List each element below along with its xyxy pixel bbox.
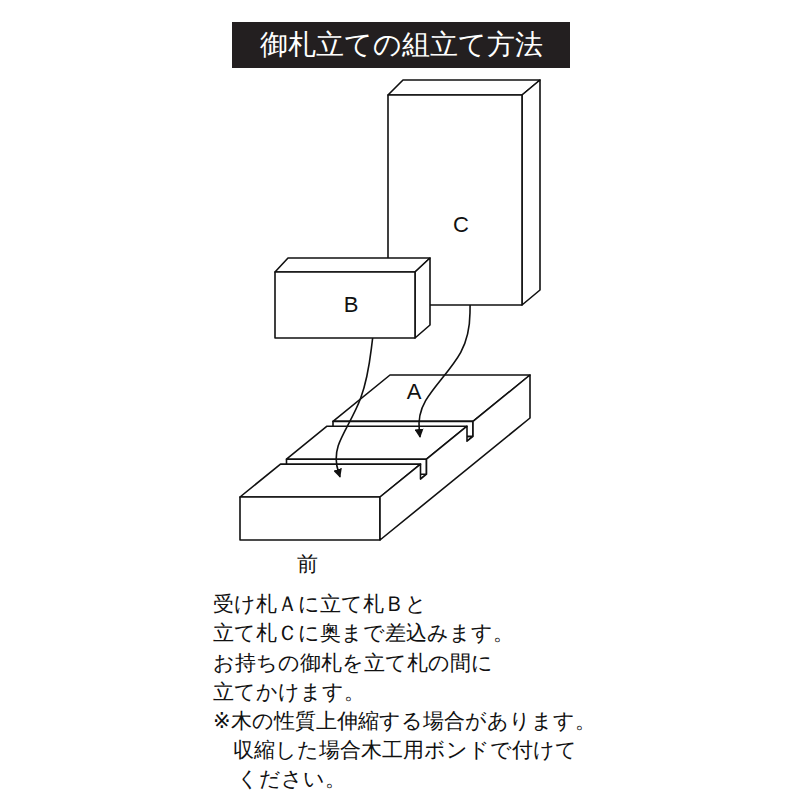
part-letter: C — [388, 214, 534, 236]
box-face — [388, 80, 540, 95]
base-face — [240, 497, 380, 540]
part-letter: A — [388, 381, 440, 403]
instruction-line: お持ちの御札を立て札の間に — [213, 651, 493, 675]
note-line: ※木の性質上伸縮する場合があります。 — [213, 709, 596, 733]
note-line: 収縮した場合木工用ボンドで付けて — [233, 738, 577, 762]
base-face — [380, 375, 530, 540]
box-face — [275, 258, 430, 272]
base-board-a: A — [300, 437, 460, 477]
title-bar: 御札立ての組立て方法 — [232, 22, 570, 68]
instruction-line: 立てかけます。 — [213, 680, 365, 704]
part-letter: B — [275, 294, 427, 316]
insert-arrow — [336, 338, 373, 477]
note-line: ください。 — [237, 767, 346, 791]
box-face — [415, 258, 430, 338]
front-mark: 前 — [297, 552, 318, 576]
title: 御札立ての組立て方法 — [260, 30, 543, 61]
instruction-line: 立て札Ｃに奥まで差込みます。 — [213, 621, 514, 645]
box-face — [522, 80, 540, 305]
instruction-line: 受け札Ａに立て札Ｂと — [213, 592, 427, 616]
stand-board-b: B — [275, 258, 430, 338]
